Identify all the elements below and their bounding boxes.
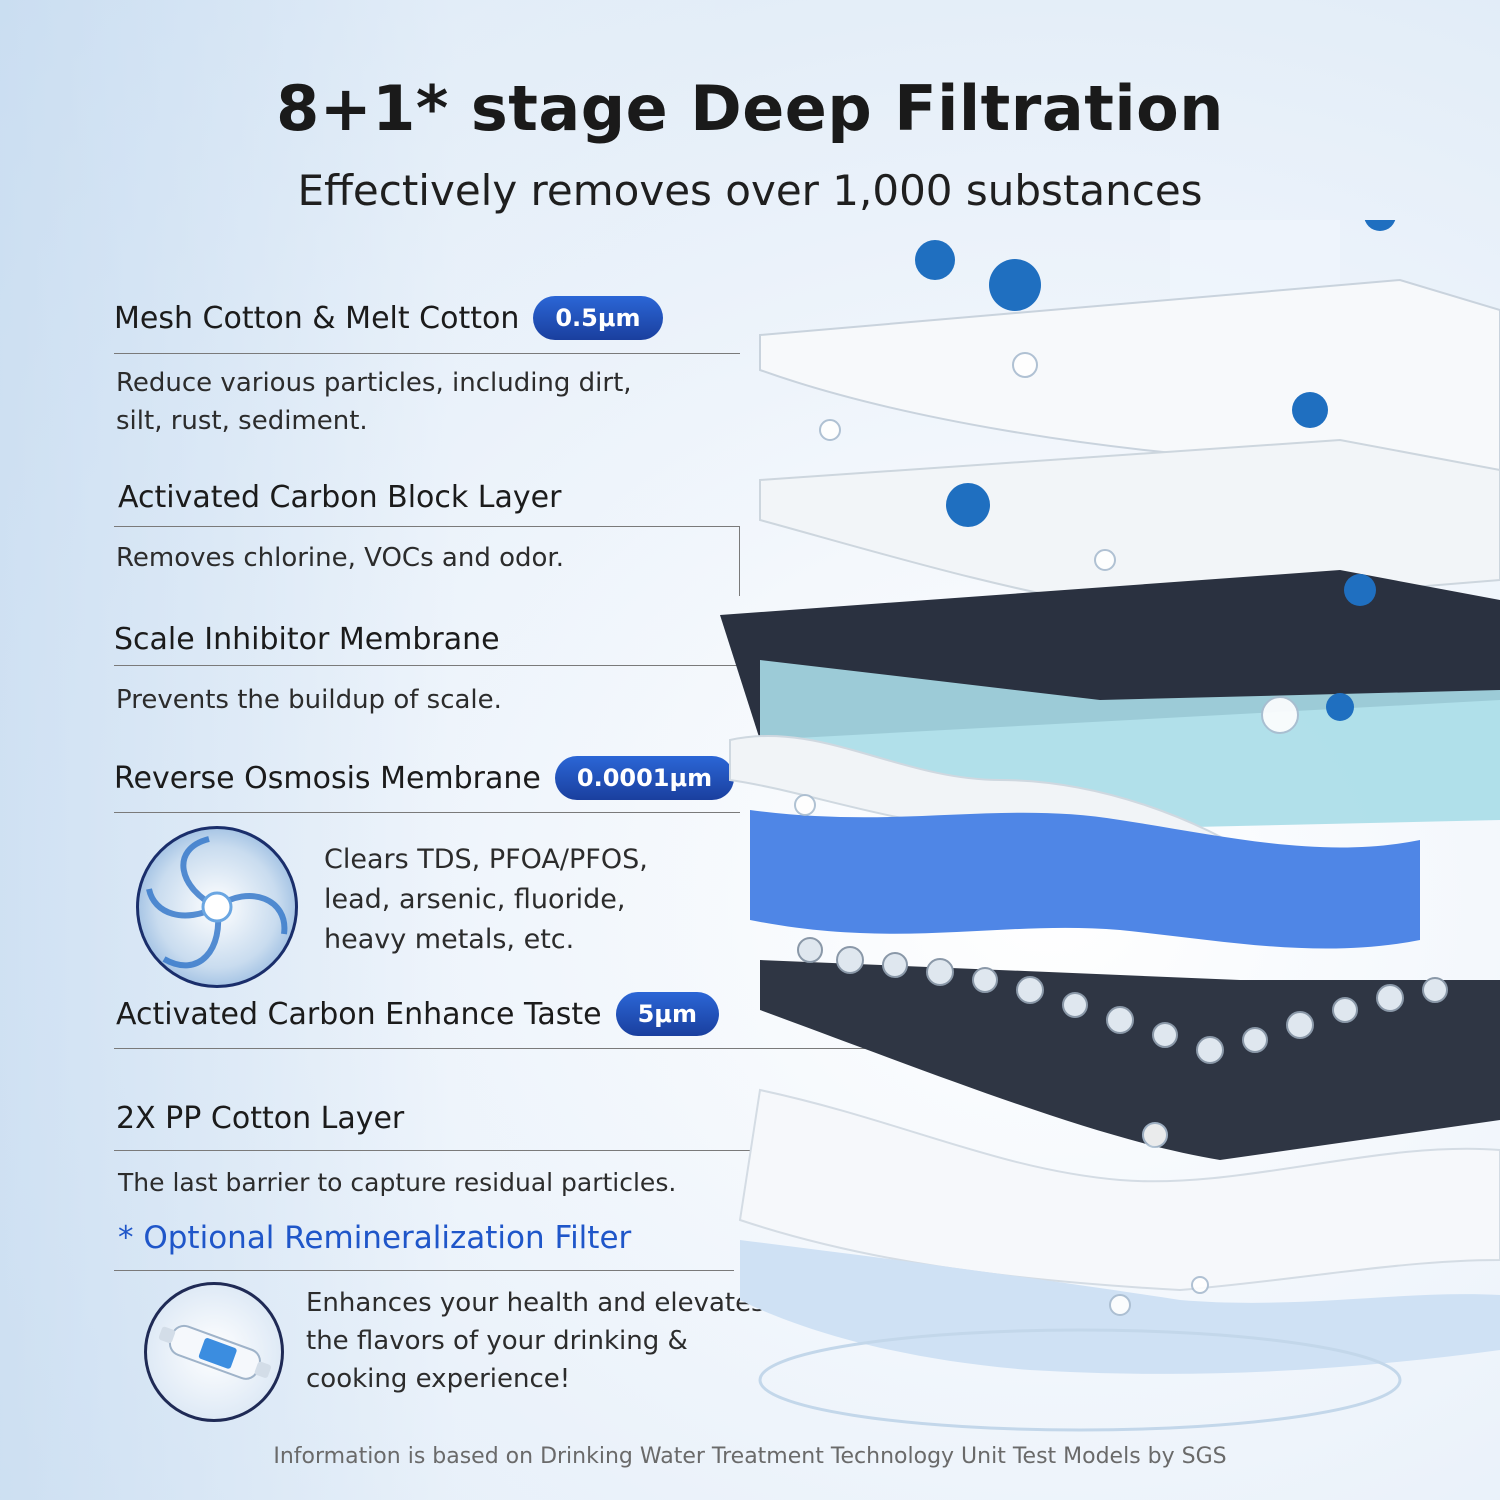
divider	[114, 526, 740, 527]
description-line: cooking experience!	[306, 1364, 571, 1394]
micron-badge: 0.5μm	[533, 296, 663, 340]
description-line: Prevents the buildup of scale.	[116, 685, 502, 715]
stage-name: 2X PP Cotton Layer	[116, 1101, 405, 1136]
ceramic-beads	[797, 937, 1448, 1064]
stage-reverse-osmosis-description: Clears TDS, PFOA/PFOS, lead, arsenic, fl…	[324, 840, 648, 960]
filter-layers-illustration	[720, 220, 1500, 1432]
stage-name: Activated Carbon Block Layer	[118, 480, 562, 515]
footnote: Information is based on Drinking Water T…	[273, 1444, 1227, 1469]
stage-carbon-taste-heading: Activated Carbon Enhance Taste 5μm	[116, 992, 719, 1036]
optional-filter-heading: * Optional Remineralization Filter	[118, 1220, 631, 1256]
stage-name: Mesh Cotton & Melt Cotton	[114, 300, 520, 336]
description-line: Clears TDS, PFOA/PFOS,	[324, 844, 648, 875]
description-line: silt, rust, sediment.	[116, 406, 368, 436]
filter-cartridge-icon	[158, 1324, 271, 1380]
stage-scale-inhibitor-heading: Scale Inhibitor Membrane	[114, 622, 500, 657]
description-line: The last barrier to capture residual par…	[118, 1168, 677, 1197]
page-title: 8+1* stage Deep Filtration	[276, 72, 1224, 145]
stage-name: Activated Carbon Enhance Taste	[116, 996, 602, 1032]
micron-badge: 5μm	[615, 992, 719, 1036]
ro-membrane-layer	[750, 810, 1420, 949]
description-line: Enhances your health and elevates	[306, 1288, 765, 1318]
water-droplets	[794, 352, 1299, 1316]
description-line: Reduce various particles, including dirt…	[116, 368, 632, 398]
carbon-taste-layer	[760, 960, 1500, 1160]
remineralization-filter-image	[144, 1282, 284, 1422]
divider	[114, 353, 740, 354]
stage-mesh-cotton-description: Reduce various particles, including dirt…	[116, 364, 632, 440]
stage-reverse-osmosis-heading: Reverse Osmosis Membrane 0.0001μm	[114, 756, 735, 800]
water-ripple	[758, 1328, 1402, 1432]
description-line: Removes chlorine, VOCs and odor.	[116, 543, 564, 573]
optional-filter-name: * Optional Remineralization Filter	[118, 1220, 632, 1256]
stage-pp-cotton-description: The last barrier to capture residual par…	[118, 1164, 676, 1202]
stage-scale-inhibitor-description: Prevents the buildup of scale.	[116, 681, 502, 719]
page-subtitle: Effectively removes over 1,000 substance…	[297, 166, 1203, 215]
description-line: heavy metals, etc.	[324, 924, 575, 955]
stage-mesh-cotton-heading: Mesh Cotton & Melt Cotton 0.5μm	[114, 296, 663, 340]
description-line: the flavors of your drinking &	[306, 1326, 688, 1356]
divider	[114, 1270, 734, 1271]
optional-filter-description: Enhances your health and elevates the fl…	[306, 1284, 765, 1398]
micron-badge: 0.0001μm	[554, 756, 735, 800]
swirl-icon	[146, 836, 288, 969]
ro-membrane-image	[136, 826, 298, 988]
stage-name: Reverse Osmosis Membrane	[114, 760, 541, 796]
divider	[114, 665, 740, 666]
divider-vertical	[739, 526, 740, 596]
contaminant-particles	[915, 220, 1396, 721]
background-gradient	[0, 0, 760, 1500]
stage-carbon-block-description: Removes chlorine, VOCs and odor.	[116, 539, 564, 577]
stage-pp-cotton-heading: 2X PP Cotton Layer	[116, 1101, 404, 1136]
description-line: lead, arsenic, fluoride,	[324, 884, 626, 915]
divider	[114, 1150, 764, 1151]
stage-carbon-block-heading: Activated Carbon Block Layer	[118, 480, 561, 515]
stage-name: Scale Inhibitor Membrane	[114, 622, 500, 657]
divider	[114, 812, 740, 813]
divider	[114, 1048, 870, 1049]
